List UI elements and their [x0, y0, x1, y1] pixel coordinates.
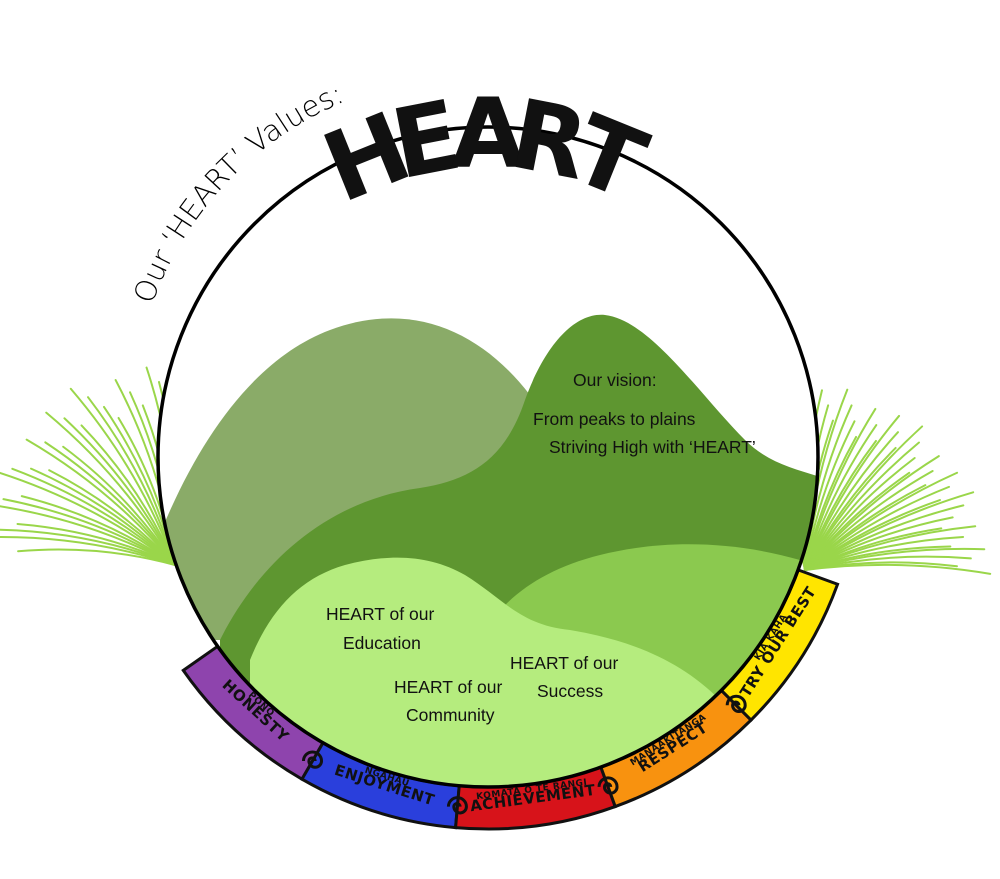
circle-outline: [156, 125, 820, 789]
fern-blade: [11, 467, 176, 566]
vision-label: Our vision:: [573, 370, 657, 390]
fern-blade: [0, 471, 176, 566]
success-label-1: HEART of our: [510, 653, 618, 673]
fern-blade: [48, 469, 176, 566]
fern-blade: [69, 387, 176, 566]
fern-blade: [45, 411, 176, 566]
heart-title: HEART: [309, 78, 661, 225]
fern-blade: [2, 498, 176, 566]
hill-front-left: [250, 557, 720, 787]
values-band: [181, 567, 840, 831]
fern-blade: [17, 548, 176, 566]
fern-blade: [0, 528, 176, 566]
vision-line-2: Striving High with ‘HEART’: [549, 437, 756, 457]
education-label-1: HEART of our: [326, 604, 434, 624]
fern-blade: [44, 441, 176, 566]
fern-blade: [0, 505, 176, 566]
fern-blade: [804, 563, 992, 575]
education-label-2: Education: [343, 633, 421, 653]
fern-right-decoration: [790, 388, 992, 575]
fern-blade: [63, 417, 176, 566]
fern-blade: [62, 445, 176, 566]
success-label-2: Success: [537, 681, 603, 701]
fern-blade: [30, 467, 176, 566]
fern-blade: [80, 424, 176, 566]
koru-swirl-icon: [302, 750, 324, 769]
title-letter: A: [451, 78, 525, 190]
fern-blade: [20, 495, 176, 566]
community-label-1: HEART of our: [394, 677, 502, 697]
vision-line-1: From peaks to plains: [533, 409, 696, 429]
fern-blade: [25, 438, 176, 566]
fern-blade: [16, 522, 176, 566]
koru-swirl-icon: [725, 694, 747, 713]
koru-swirl-icon: [597, 776, 619, 795]
fern-blade: [0, 536, 176, 566]
community-label-2: Community: [406, 705, 495, 725]
koru-swirl-icon: [446, 796, 468, 815]
